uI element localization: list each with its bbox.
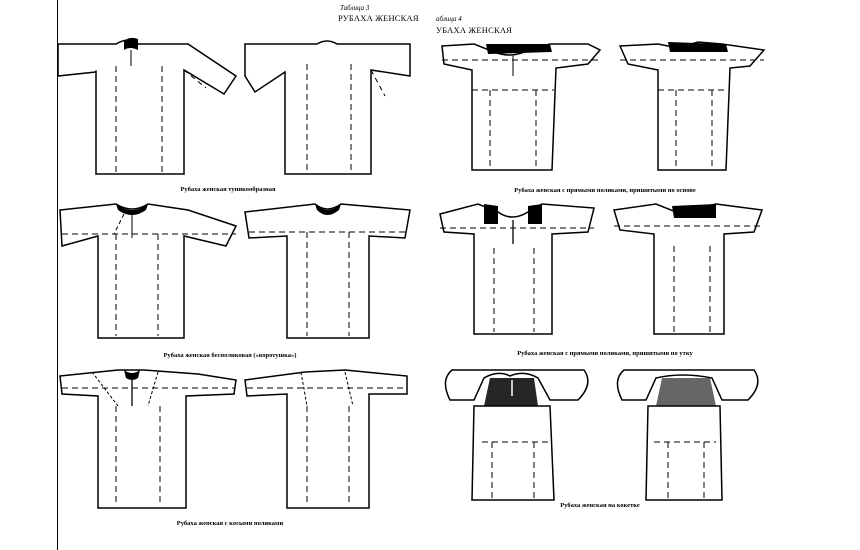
caption-vorotushka-shirt: Рубаха женская бесполиковая («воротушка»… (163, 352, 297, 359)
right-table-title: УБАХА ЖЕНСКАЯ (436, 25, 513, 35)
caption-slanted-poliki-shirt: Рубаха женская с косыми поликами (176, 520, 284, 527)
caption-yoke-shirt: Рубаха женская на кокетке (560, 502, 640, 509)
slanted-poliki-shirt-front-drawing (58, 366, 248, 511)
straight-poliki-weft-shirt-back-drawing (612, 200, 767, 340)
left-table-number: Таблица 3 (340, 4, 370, 12)
slanted-poliki-shirt-back-drawing (244, 366, 410, 511)
straight-poliki-weft-shirt-front-drawing (438, 200, 613, 340)
vorotushka-shirt-back-drawing (244, 200, 411, 340)
right-table-number: аблица 4 (436, 15, 462, 23)
tunic-shirt-front-drawing (57, 36, 248, 176)
tunic-shirt-back-drawing (244, 36, 411, 176)
yoke-shirt-back-drawing (612, 366, 772, 506)
caption-straight-poliki-warp-shirt: Рубаха женская с прямыми поликами, приши… (514, 187, 696, 194)
straight-poliki-warp-shirt-back-drawing (618, 36, 768, 176)
left-table-title: РУБАХА ЖЕНСКАЯ (338, 13, 419, 23)
caption-tunic-shirt: Рубаха женская туникообразная (180, 186, 276, 193)
straight-poliki-warp-shirt-front-drawing (438, 36, 613, 176)
vorotushka-shirt-front-drawing (58, 200, 248, 340)
page-gutter-line (57, 0, 58, 550)
yoke-shirt-front-drawing (438, 366, 613, 506)
caption-straight-poliki-weft-shirt: Рубаха женская с прямыми поликами, приши… (517, 350, 693, 357)
